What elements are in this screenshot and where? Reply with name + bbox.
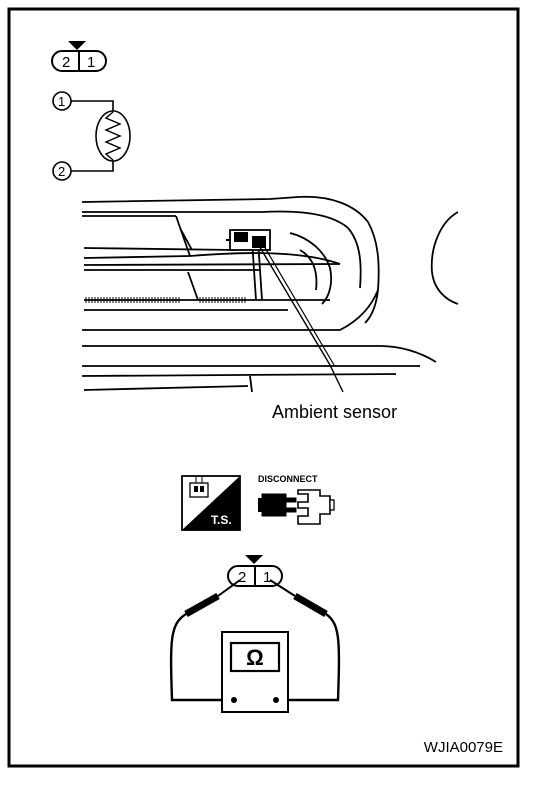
ohmmeter-jack-left bbox=[231, 697, 237, 703]
ohmmeter: Ω bbox=[221, 631, 289, 713]
figure-id-label: WJIA0079E bbox=[424, 739, 503, 756]
thermistor-symbol-icon bbox=[95, 110, 131, 162]
ambient-sensor-label: Ambient sensor bbox=[272, 402, 397, 422]
figure-border bbox=[7, 7, 520, 768]
ohm-symbol-icon: Ω bbox=[246, 645, 264, 670]
connector-tab-icon bbox=[68, 41, 86, 50]
disconnect-label: DISCONNECT bbox=[258, 474, 318, 484]
disconnect-icon: DISCONNECT bbox=[258, 474, 335, 525]
resistor-zigzag-icon bbox=[104, 111, 122, 161]
meter-connector-tab-icon bbox=[245, 555, 263, 564]
ambient-sensor-part bbox=[226, 229, 271, 251]
callout-leader-line bbox=[257, 243, 344, 393]
vent-grille bbox=[85, 297, 246, 303]
connector-pin-icon: 2 1 bbox=[51, 41, 107, 72]
terminal-1-label: 1 bbox=[58, 94, 65, 109]
terminal-2-label: 2 bbox=[58, 164, 65, 179]
thermistor-schematic: 1 2 bbox=[52, 91, 131, 181]
meter-probe-left bbox=[169, 579, 241, 702]
meter-pin-left-label: 2 bbox=[238, 569, 246, 586]
meter-pin-right-label: 1 bbox=[263, 569, 271, 586]
ts-label: T.S. bbox=[211, 513, 232, 527]
meter-connector-icon: 2 1 bbox=[227, 555, 283, 587]
dashboard-illustration bbox=[81, 195, 459, 393]
ohmmeter-jack-right bbox=[273, 697, 279, 703]
meter-probe-right bbox=[269, 579, 341, 702]
terminal-side-icon: T.S. bbox=[181, 475, 241, 531]
connector-pin-left-label: 2 bbox=[62, 54, 70, 71]
connector-small-icon bbox=[189, 482, 209, 498]
ohmmeter-display bbox=[229, 641, 281, 673]
connector-pin-right-label: 1 bbox=[87, 54, 95, 71]
